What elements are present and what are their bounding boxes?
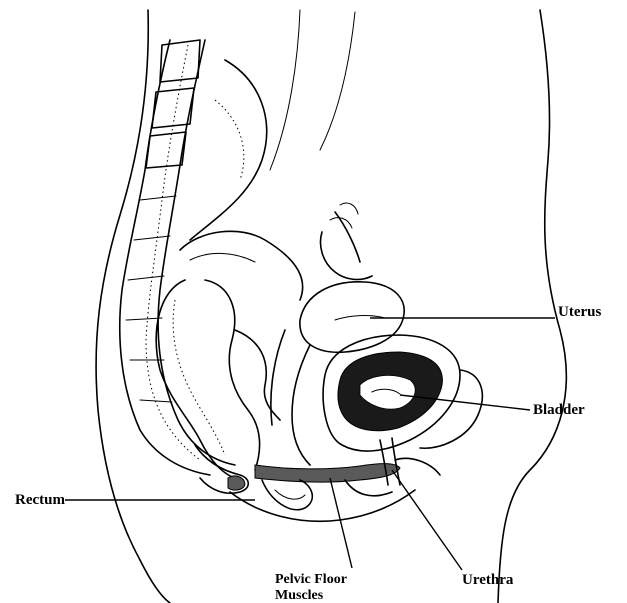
bladder-label: Bladder — [533, 402, 585, 418]
pelvic-floor-label-line1: Pelvic Floor — [275, 572, 347, 587]
pelvic-floor-label-line2: Muscles — [275, 588, 324, 603]
uterus-label: Uterus — [558, 304, 601, 320]
urethra-leader — [392, 470, 462, 570]
spine — [120, 40, 235, 475]
rectum-organ — [156, 280, 280, 493]
urethra-label: Urethra — [462, 572, 514, 588]
pelvic-floor-leader — [330, 478, 352, 568]
body-outline — [96, 10, 566, 603]
pelvic-floor-organ — [230, 458, 440, 521]
intestine — [180, 60, 303, 300]
rectum-label: Rectum — [15, 492, 65, 508]
